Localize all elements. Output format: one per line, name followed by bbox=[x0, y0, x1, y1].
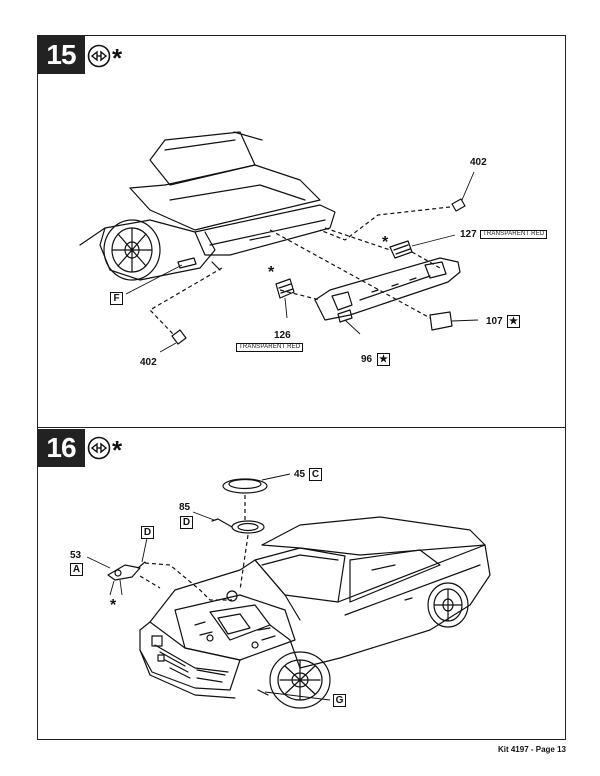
tail-light-126 bbox=[275, 278, 295, 299]
callout-d: D bbox=[180, 516, 193, 529]
part-number-53: 53 bbox=[70, 550, 82, 561]
glue-icon bbox=[87, 44, 111, 68]
license-plate-107 bbox=[429, 311, 453, 331]
callout-c: C bbox=[309, 468, 322, 481]
part-number-402: 402 bbox=[140, 357, 157, 368]
rear-bumper-part bbox=[314, 257, 461, 323]
tail-light-127 bbox=[389, 240, 413, 259]
assembly-guides-16 bbox=[139, 495, 249, 601]
part-number-107: 107 bbox=[486, 316, 503, 327]
part-number-96: 96 bbox=[361, 354, 373, 365]
exhaust-tip-402 bbox=[171, 329, 187, 345]
step-divider bbox=[37, 427, 566, 428]
part-number-402: 402 bbox=[470, 157, 487, 168]
star-box-107: ★ bbox=[507, 315, 520, 328]
assembly-guides-15 bbox=[149, 206, 451, 336]
callout-a: A bbox=[70, 563, 83, 576]
color-tag-126: TRANSPARENT RED bbox=[236, 343, 304, 352]
step-16-asterisk: * bbox=[112, 435, 123, 465]
part-number-126: 126 bbox=[274, 330, 291, 341]
color-tag-127: TRANSPARENT RED bbox=[480, 230, 548, 239]
step-16-number: 16 bbox=[37, 429, 85, 467]
page-footer: Kit 4197 - Page 13 bbox=[497, 745, 566, 754]
callout-d: D bbox=[141, 526, 154, 539]
part-number-85: 85 bbox=[179, 502, 191, 513]
star-box-96: ★ bbox=[377, 353, 390, 366]
car-rear-drawing bbox=[79, 131, 336, 281]
asterisk-marker: * bbox=[268, 264, 275, 281]
part-number-45: 45 bbox=[294, 469, 306, 480]
asterisk-marker: * bbox=[382, 234, 389, 251]
exhaust-tip-402 bbox=[451, 198, 466, 212]
leader-lines-15 bbox=[125, 171, 479, 353]
callout-g: G bbox=[333, 694, 346, 707]
step-15-number: 15 bbox=[37, 36, 85, 74]
step-15-asterisk: * bbox=[112, 43, 123, 73]
page-frame bbox=[37, 35, 566, 740]
part-number-127: 127 bbox=[460, 229, 477, 240]
callout-f: F bbox=[110, 292, 123, 305]
car-front-drawing bbox=[107, 478, 491, 709]
glue-icon bbox=[87, 436, 111, 460]
asterisk-marker: * bbox=[110, 597, 117, 614]
leader-lines-16 bbox=[86, 473, 331, 701]
